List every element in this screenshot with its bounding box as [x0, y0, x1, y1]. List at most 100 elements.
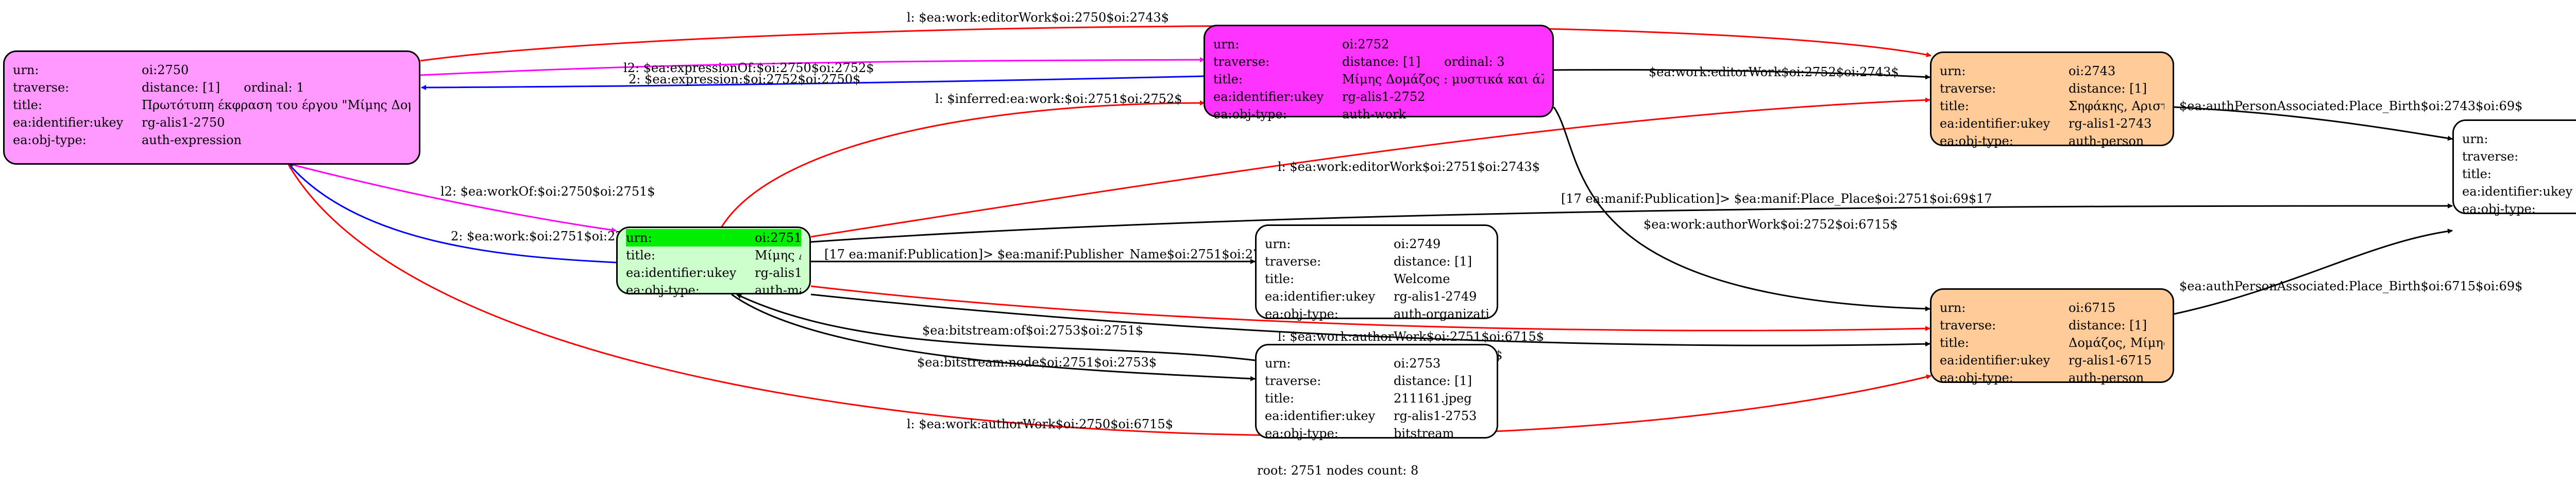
node-row: title:Μίμης Δομάζος — [626, 247, 801, 264]
row-value: Σηφάκης, Αριστείδης — [2069, 97, 2164, 115]
row-value-part: auth-manifestation — [755, 283, 801, 298]
edge-label: l: $ea:work:authorWork$oi:2751$oi:6715$ — [1278, 329, 1545, 344]
row-key: title: — [2462, 167, 2492, 181]
node-row: urn:oi:6715 — [1940, 299, 2164, 317]
row-value-part: rg-alis1-2749 — [1394, 289, 1477, 304]
node-row: traverse:distance: [1]ordinal: 6 — [2462, 148, 2576, 165]
edge-label: $ea:work:editorWork$oi:2752$oi:2743$ — [1649, 65, 1899, 79]
edge-label: $ea:authPersonAssociated:Place_Birth$oi:… — [2179, 99, 2523, 113]
row-key: ea:identifier:ukey — [1940, 116, 2050, 131]
row-key: ea:identifier:ukey — [13, 115, 124, 130]
node-row: title:Αθήνα — [2462, 165, 2576, 183]
row-value: rg-alis1-2749 — [1394, 288, 1488, 305]
row-value: oi:2743 — [2069, 62, 2164, 80]
edge-label: [17 ea:manif:Publication]> $ea:manif:Pub… — [824, 247, 1300, 261]
row-value-part: auth-person — [2069, 371, 2144, 385]
row-value-part: oi:2752 — [1342, 37, 1389, 51]
row-value: rg-alis1-2752 — [1342, 88, 1544, 106]
row-value-part: distance: [1] — [142, 80, 221, 95]
row-value: oi:2753 — [1394, 355, 1488, 372]
row-value-part: ordinal: 1 — [244, 80, 304, 95]
row-key: ea:identifier:ukey — [2462, 184, 2573, 199]
row-value-part: rg-alis1-2752 — [1342, 90, 1426, 104]
row-value-part: distance: [1] — [2069, 81, 2147, 96]
edge-label: $ea:bitstream:node$oi:2751$oi:2753$ — [917, 355, 1157, 370]
edge-e6 — [288, 163, 617, 233]
edge-label: $ea:work:authorWork$oi:2752$oi:6715$ — [1643, 217, 1898, 232]
edge-label: l2: $ea:workOf:$oi:2750$oi:2751$ — [440, 184, 655, 199]
edge-label: l2: $ea:expressionOf:$oi:2750$oi:2752$ — [623, 61, 874, 75]
row-key: ea:identifier:ukey — [1940, 353, 2050, 368]
row-value-part: Welcome — [1394, 272, 1450, 286]
edge-e7 — [720, 100, 1205, 228]
node-row: ea:obj-type:bitstream — [1265, 425, 1488, 442]
edge-e13 — [2174, 229, 2453, 315]
row-value: Welcome — [1394, 270, 1488, 288]
row-value-part: oi:2751 — [755, 231, 801, 245]
row-value: rg-alis1-2751 — [755, 264, 801, 282]
edge-e17 — [731, 293, 1256, 381]
row-value: distance: [1] ordinal: 1 — [142, 79, 411, 96]
row-key: urn: — [2462, 132, 2488, 146]
row-key: traverse: — [1940, 318, 1996, 333]
row-value: auth-person — [2069, 369, 2164, 387]
row-value: rg-alis1-2743 — [2069, 115, 2164, 132]
row-key: traverse: — [2462, 149, 2519, 164]
row-value: distance: [1]ordinal: 5 — [2069, 317, 2164, 334]
edge-label: l: $ea:work:authorWork$oi:2750$oi:6715$ — [907, 417, 1174, 431]
row-value: Μίμης Δομάζος : μυστικά και άλλες αποκαλ… — [1342, 71, 1544, 88]
row-value: auth-expression — [142, 131, 411, 149]
row-value: auth-work — [1342, 106, 1544, 123]
edge-e15 — [810, 293, 1930, 347]
node-row: ea:obj-type:auth-person — [1940, 132, 2164, 150]
edge-e4 — [1553, 69, 1930, 80]
row-value-part: auth-expression — [142, 133, 242, 147]
row-value-part: rg-alis1-2743 — [2069, 116, 2152, 131]
row-key: ea:obj-type: — [1265, 426, 1338, 441]
edge-label: [17 ea:manif:Publication]> $ea:manif:Pla… — [1561, 191, 1992, 206]
node-row: traverse:distance: [1]ordinal: 3 — [1213, 53, 1544, 71]
node-row: traverse: distance: [1]ordinal: 5 — [1940, 317, 2164, 334]
row-value: oi:2751 — [755, 229, 801, 247]
row-value: rg-alis1-2750 — [142, 114, 411, 131]
row-value-part: oi:6715 — [2069, 301, 2116, 315]
row-key: title: — [626, 248, 655, 263]
row-value-part: Σηφάκης, Αριστείδης — [2069, 99, 2164, 113]
row-value: Πρωτότυπη έκφραση του έργου "Μίμης Δομάζ… — [142, 96, 411, 114]
node-oi-69[interactable]: urn:oi:69traverse:distance: [1]ordinal: … — [2452, 119, 2576, 216]
node-row: traverse:distance: [1]ordinal: 7 — [1265, 253, 1488, 270]
node-row: traverse:distance: [1]ordinal: 1 — [13, 79, 411, 96]
node-row: traverse:distance: [1]ordinal: 2 — [1265, 372, 1488, 390]
row-value-part: distance: [1] — [2069, 318, 2147, 333]
row-value-part: rg-alis1-2753 — [1394, 409, 1477, 423]
row-value: distance: [1]ordinal: 2 — [1394, 372, 1488, 390]
row-value: distance: [1]ordinal: 4 — [2069, 80, 2164, 97]
edge-e8 — [810, 97, 1930, 238]
edge-label: l: $ea:work:editorWork$oi:2750$oi:2743$ — [907, 10, 1170, 25]
node-row: title:Welcome — [1265, 270, 1488, 288]
row-value-part: Δομάζος, Μίμης — [2069, 336, 2164, 350]
node-row: urn:oi:2749 — [1265, 235, 1488, 253]
row-key: ea:identifier:ukey — [1213, 90, 1324, 104]
graph-footer: root: 2751 nodes count: 8 — [1257, 463, 1419, 478]
node-row: urn:oi:2752 — [1213, 36, 1544, 53]
row-value: Δομάζος, Μίμης — [2069, 334, 2164, 352]
row-value: auth-manifestation — [755, 282, 801, 299]
edge-label: 2: $ea:expression:$oi:2752$oi:2750$ — [629, 72, 861, 86]
row-key: traverse: — [1940, 81, 1996, 96]
row-value-part: auth-organization — [1394, 307, 1488, 321]
node-row: ea:obj-type:auth-person — [1940, 369, 2164, 387]
row-value: oi:6715 — [2069, 299, 2164, 317]
